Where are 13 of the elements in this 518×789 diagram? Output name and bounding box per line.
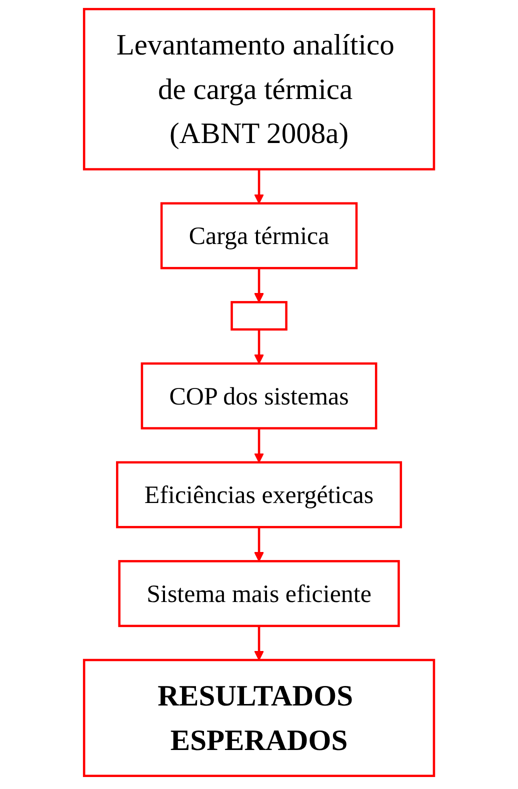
node-box: Sistema mais eficiente <box>118 560 400 628</box>
node-box: Levantamento analítico de carga térmica (ABNT 2008a) <box>82 8 436 170</box>
node-box: Eficiências exergéticas <box>116 461 402 528</box>
arrow <box>254 169 264 204</box>
node-box: COP dos sistemas <box>140 362 378 430</box>
node-box: Carga térmica <box>160 202 358 270</box>
arrow <box>254 428 264 463</box>
node-box: RESULTADOS ESPERADOS <box>82 658 436 778</box>
node-box <box>230 301 288 331</box>
arrow <box>254 268 264 303</box>
arrow <box>254 626 264 660</box>
arrow <box>254 527 264 562</box>
arrow <box>254 329 264 364</box>
